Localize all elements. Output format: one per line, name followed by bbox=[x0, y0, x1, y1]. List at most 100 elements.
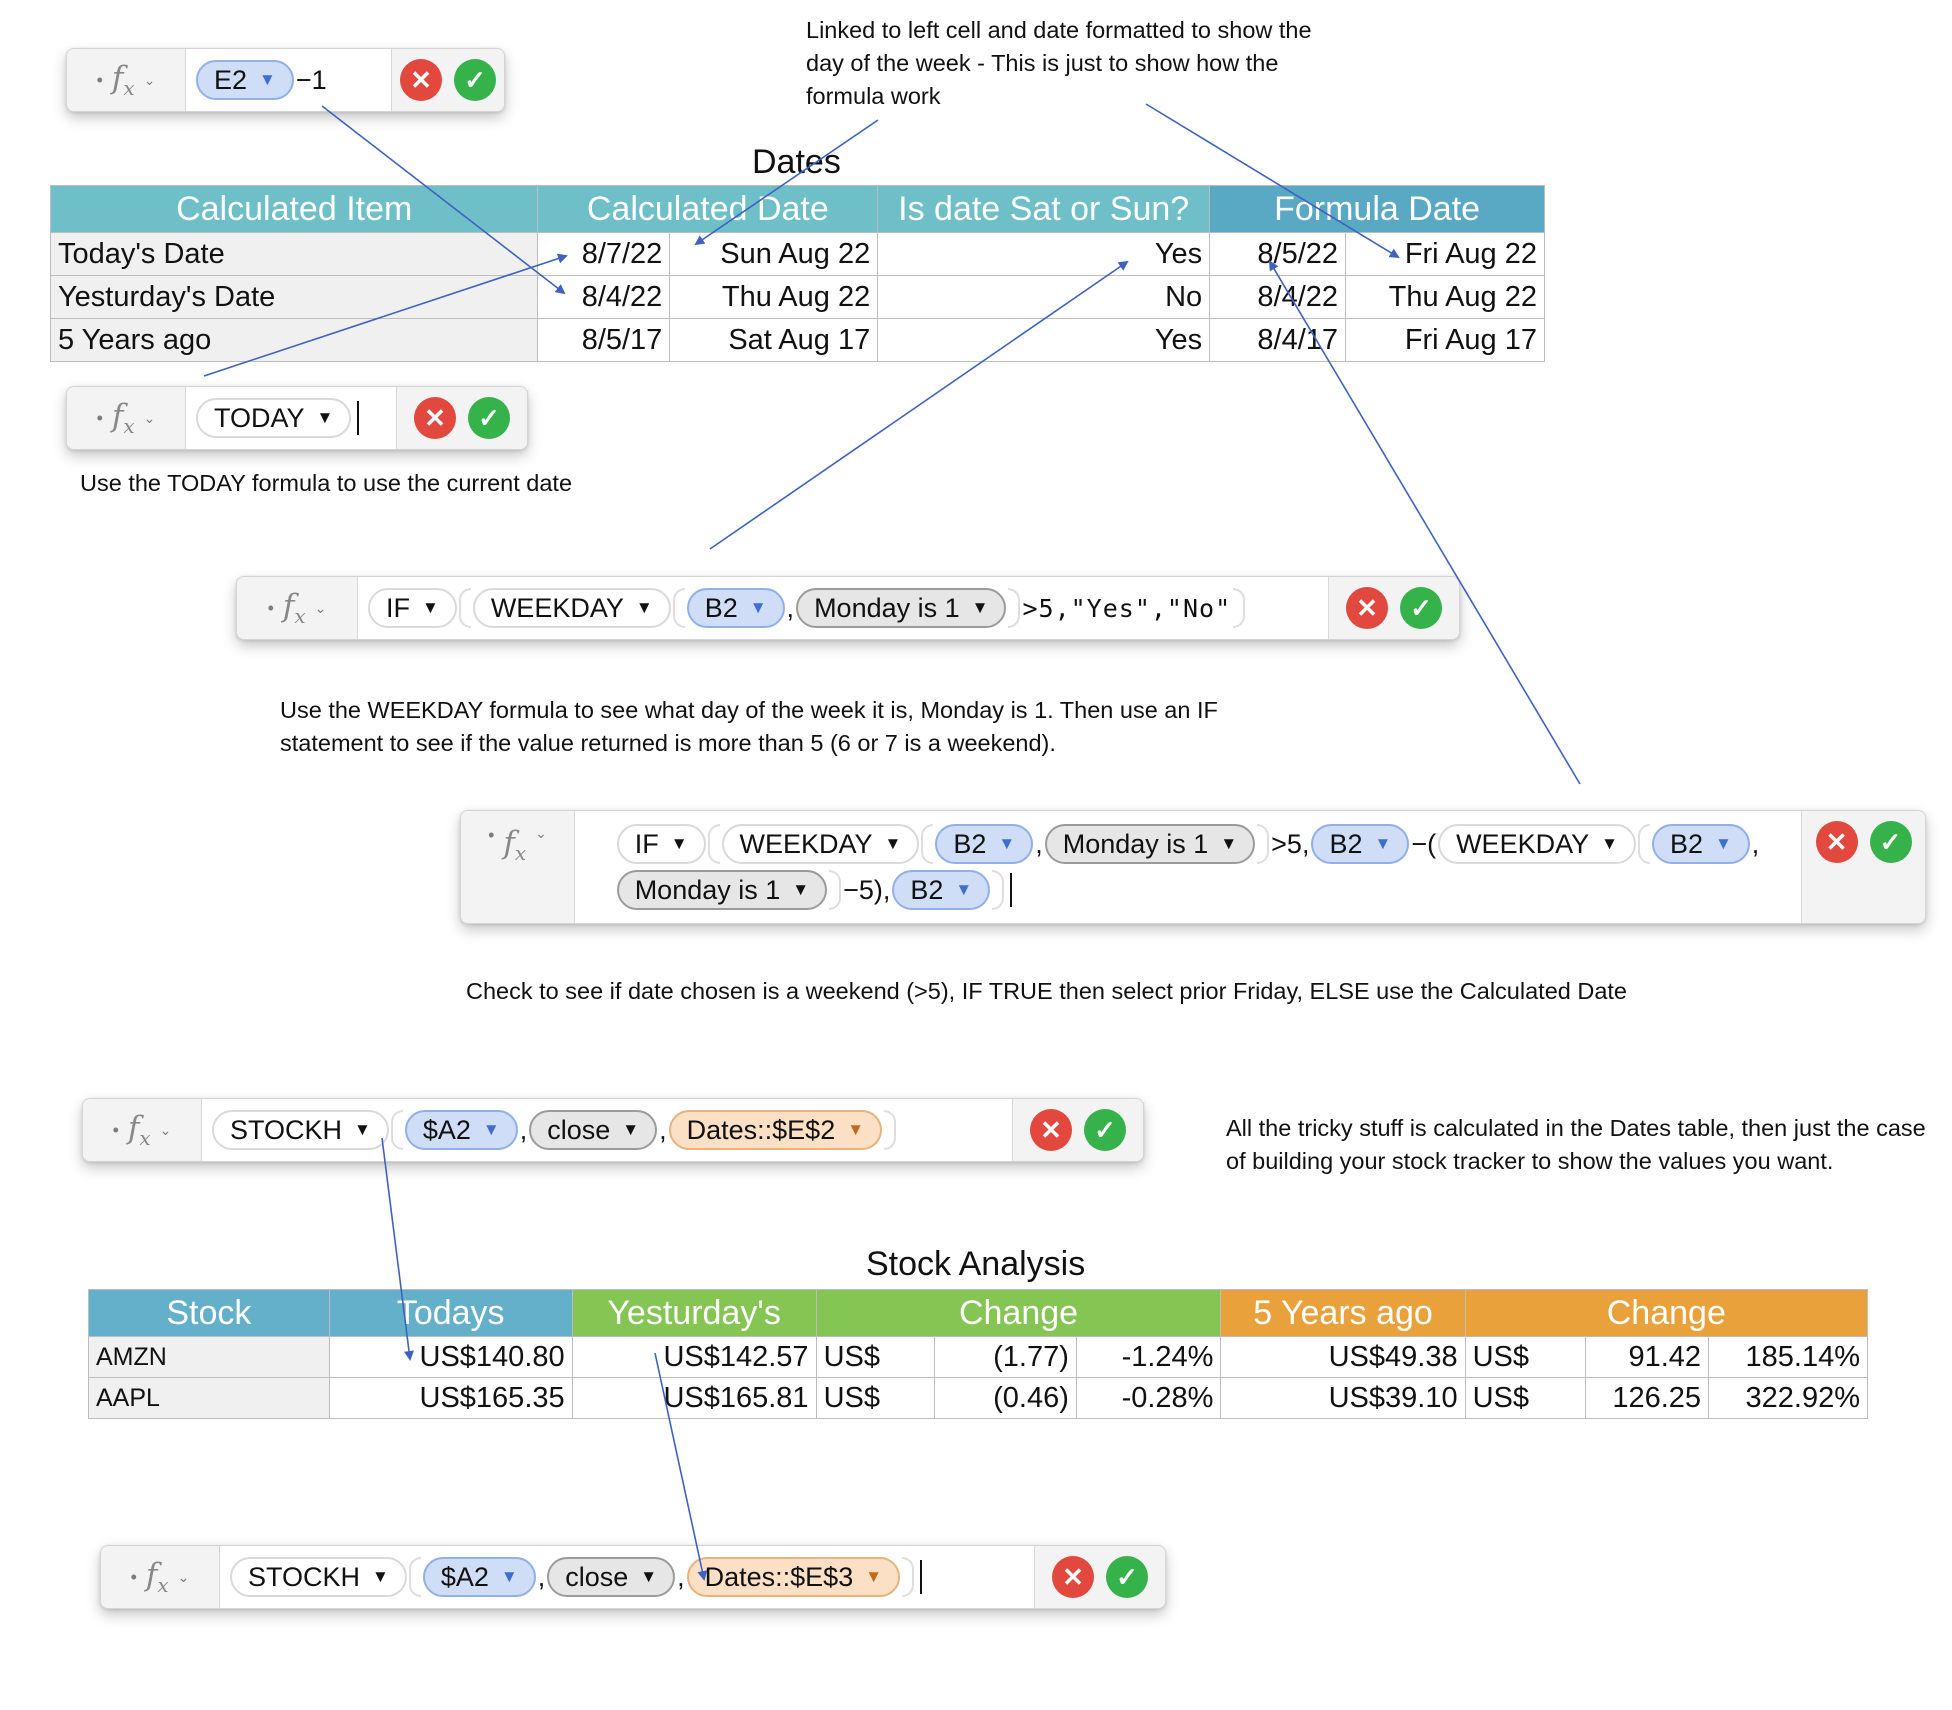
table-cell[interactable]: US$39.10 bbox=[1220, 1377, 1466, 1419]
formula-bar-stockh-yesterday[interactable]: • fx ⌄ STOCKH▼ $A2▼ , close▼ , Dates::$E… bbox=[100, 1545, 1166, 1609]
accept-icon[interactable]: ✓ bbox=[1400, 587, 1442, 629]
function-token[interactable]: WEEKDAY▼ bbox=[472, 588, 671, 628]
column-header[interactable]: Change bbox=[815, 1289, 1222, 1337]
fx-menu[interactable]: • fx ⌄ bbox=[67, 49, 186, 111]
column-header[interactable]: Formula Date bbox=[1209, 185, 1545, 233]
cancel-icon[interactable]: ✕ bbox=[1346, 587, 1388, 629]
cancel-icon[interactable]: ✕ bbox=[1815, 821, 1858, 863]
column-header[interactable]: 5 Years ago bbox=[1220, 1289, 1466, 1337]
table-cell[interactable]: 8/4/22 bbox=[1209, 275, 1347, 319]
fx-menu[interactable]: • fx ⌄ bbox=[101, 1546, 220, 1608]
column-header[interactable]: Change bbox=[1464, 1289, 1869, 1337]
table-cell[interactable]: Yes bbox=[877, 318, 1211, 362]
ref-token[interactable]: $A2▼ bbox=[404, 1110, 518, 1150]
column-header[interactable]: Yesturday's bbox=[571, 1289, 817, 1337]
table-cell[interactable]: 126.25 bbox=[1584, 1377, 1710, 1419]
table-cell[interactable]: (0.46) bbox=[933, 1377, 1077, 1419]
column-header[interactable]: Calculated Item bbox=[49, 185, 539, 233]
table-cell[interactable]: US$165.35 bbox=[328, 1377, 573, 1419]
cancel-icon[interactable]: ✕ bbox=[400, 59, 442, 101]
option-token[interactable]: close▼ bbox=[529, 1110, 658, 1150]
formula-bar-friday-calc[interactable]: • fx ⌄ IF▼ WEEKDAY▼ B2▼ , Monday is 1▼ >… bbox=[460, 810, 1926, 924]
ref-token[interactable]: E2▼ bbox=[196, 60, 294, 100]
option-token[interactable]: Monday is 1▼ bbox=[1044, 824, 1256, 864]
table-cell[interactable]: 185.14% bbox=[1708, 1336, 1868, 1378]
table-cell[interactable]: 8/4/17 bbox=[1209, 318, 1347, 362]
table-cell[interactable]: Today's Date bbox=[49, 232, 539, 276]
table-cell[interactable]: (1.77) bbox=[933, 1336, 1077, 1378]
formula-expression[interactable]: STOCKH▼ $A2▼ , close▼ , Dates::$E$3▼ bbox=[220, 1546, 1034, 1608]
external-ref-token[interactable]: Dates::$E$3▼ bbox=[686, 1557, 901, 1597]
table-cell[interactable]: 322.92% bbox=[1708, 1377, 1868, 1419]
column-header[interactable]: Calculated Date bbox=[537, 185, 879, 233]
table-cell[interactable]: US$142.57 bbox=[571, 1336, 817, 1378]
function-token[interactable]: IF▼ bbox=[368, 588, 457, 628]
cancel-icon[interactable]: ✕ bbox=[1030, 1109, 1072, 1151]
table-cell[interactable]: Thu Aug 22 bbox=[1345, 275, 1545, 319]
fx-menu[interactable]: • fx ⌄ bbox=[461, 811, 575, 923]
option-token[interactable]: Monday is 1▼ bbox=[796, 588, 1007, 628]
table-cell[interactable]: AAPL bbox=[88, 1377, 330, 1419]
function-token[interactable]: STOCKH▼ bbox=[212, 1110, 389, 1150]
table-cell[interactable]: Sat Aug 17 bbox=[669, 318, 879, 362]
formula-expression[interactable]: STOCKH▼ $A2▼ , close▼ , Dates::$E$2▼ bbox=[202, 1099, 1012, 1161]
function-token[interactable]: WEEKDAY▼ bbox=[721, 824, 920, 864]
fx-menu[interactable]: • fx ⌄ bbox=[67, 387, 186, 449]
external-ref-token[interactable]: Dates::$E$2▼ bbox=[668, 1110, 883, 1150]
formula-expression[interactable]: IF▼ WEEKDAY▼ B2▼ , Monday is 1▼ >5,"Yes"… bbox=[358, 577, 1328, 639]
formula-bar-today[interactable]: • fx ⌄ TODAY▼ ✕ ✓ bbox=[66, 386, 528, 450]
formula-expression[interactable]: IF▼ WEEKDAY▼ B2▼ , Monday is 1▼ >5, B2▼ … bbox=[575, 811, 1801, 923]
function-token[interactable]: STOCKH▼ bbox=[230, 1557, 407, 1597]
ref-token[interactable]: B2▼ bbox=[892, 870, 991, 910]
table-cell[interactable]: Yes bbox=[877, 232, 1211, 276]
option-token[interactable]: close▼ bbox=[547, 1557, 676, 1597]
table-cell[interactable]: Fri Aug 17 bbox=[1345, 318, 1545, 362]
table-cell[interactable]: US$ bbox=[1464, 1377, 1586, 1419]
column-header[interactable]: Todays bbox=[328, 1289, 573, 1337]
table-cell[interactable]: 5 Years ago bbox=[49, 318, 539, 362]
function-token[interactable]: TODAY▼ bbox=[196, 398, 352, 438]
table-cell[interactable]: US$49.38 bbox=[1220, 1336, 1466, 1378]
table-cell[interactable]: US$165.81 bbox=[571, 1377, 817, 1419]
table-cell[interactable]: -0.28% bbox=[1075, 1377, 1222, 1419]
accept-icon[interactable]: ✓ bbox=[1869, 821, 1912, 863]
table-cell[interactable]: US$ bbox=[815, 1377, 935, 1419]
fx-menu[interactable]: • fx ⌄ bbox=[83, 1099, 202, 1161]
table-cell[interactable]: Sun Aug 22 bbox=[669, 232, 879, 276]
ref-token[interactable]: B2▼ bbox=[1311, 824, 1410, 864]
table-cell[interactable]: No bbox=[877, 275, 1211, 319]
accept-icon[interactable]: ✓ bbox=[1106, 1556, 1148, 1598]
table-cell[interactable]: US$ bbox=[1464, 1336, 1586, 1378]
table-cell[interactable]: -1.24% bbox=[1075, 1336, 1222, 1378]
ref-token[interactable]: B2▼ bbox=[1651, 824, 1750, 864]
table-cell[interactable]: 91.42 bbox=[1584, 1336, 1710, 1378]
ref-token[interactable]: B2▼ bbox=[935, 824, 1034, 864]
accept-icon[interactable]: ✓ bbox=[1084, 1109, 1126, 1151]
formula-bar-e2-minus-1[interactable]: • fx ⌄ E2▼ −1 ✕ ✓ bbox=[66, 48, 505, 112]
table-cell[interactable]: Thu Aug 22 bbox=[669, 275, 879, 319]
accept-icon[interactable]: ✓ bbox=[468, 397, 510, 439]
function-token[interactable]: WEEKDAY▼ bbox=[1438, 824, 1636, 864]
fx-menu[interactable]: • fx ⌄ bbox=[237, 577, 358, 639]
table-cell[interactable]: 8/5/17 bbox=[537, 318, 671, 362]
formula-bar-stockh-today[interactable]: • fx ⌄ STOCKH▼ $A2▼ , close▼ , Dates::$E… bbox=[82, 1098, 1144, 1162]
table-cell[interactable]: 8/5/22 bbox=[1209, 232, 1347, 276]
ref-token[interactable]: B2▼ bbox=[686, 588, 785, 628]
column-header[interactable]: Stock bbox=[88, 1289, 330, 1337]
accept-icon[interactable]: ✓ bbox=[454, 59, 496, 101]
table-cell[interactable]: 8/4/22 bbox=[537, 275, 671, 319]
table-cell[interactable]: AMZN bbox=[88, 1336, 330, 1378]
formula-bar-weekday-if[interactable]: • fx ⌄ IF▼ WEEKDAY▼ B2▼ , Monday is 1▼ >… bbox=[236, 576, 1460, 640]
function-token[interactable]: IF▼ bbox=[616, 824, 706, 864]
column-header[interactable]: Is date Sat or Sun? bbox=[877, 185, 1211, 233]
table-cell[interactable]: 8/7/22 bbox=[537, 232, 671, 276]
table-cell[interactable]: US$140.80 bbox=[328, 1336, 573, 1378]
table-cell[interactable]: US$ bbox=[815, 1336, 935, 1378]
formula-expression[interactable]: TODAY▼ bbox=[186, 387, 396, 449]
formula-expression[interactable]: E2▼ −1 bbox=[186, 49, 391, 111]
option-token[interactable]: Monday is 1▼ bbox=[616, 870, 828, 910]
ref-token[interactable]: $A2▼ bbox=[422, 1557, 536, 1597]
table-cell[interactable]: Yesturday's Date bbox=[49, 275, 539, 319]
cancel-icon[interactable]: ✕ bbox=[1052, 1556, 1094, 1598]
table-cell[interactable]: Fri Aug 22 bbox=[1345, 232, 1545, 276]
